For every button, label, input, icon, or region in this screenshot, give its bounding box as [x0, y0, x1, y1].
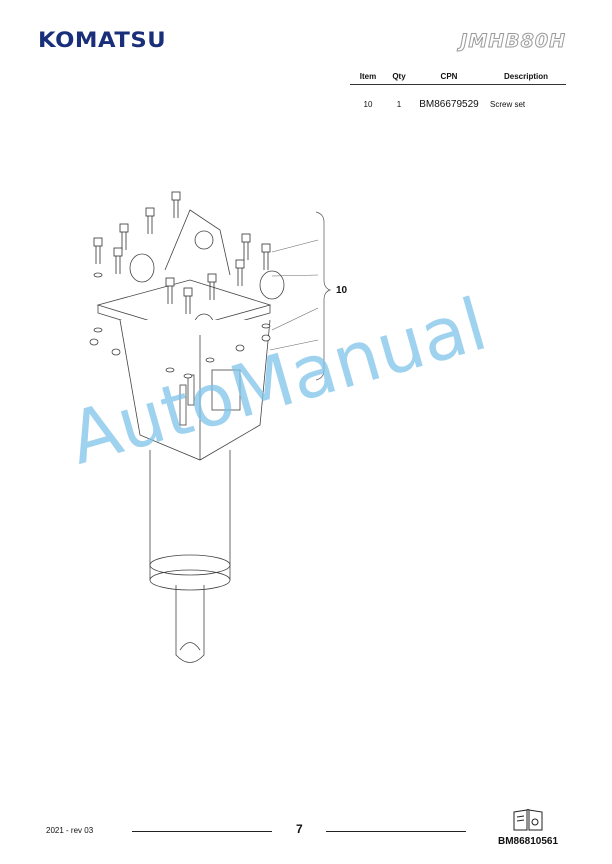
- footer-date: 2021 - rev 03: [46, 826, 94, 835]
- book-icon: [513, 809, 543, 831]
- exploded-drawing: [89, 191, 332, 663]
- header-item: Item: [350, 70, 386, 85]
- table-row: 10 1 BM86679529 Screw set: [350, 85, 566, 110]
- footer-rule-left: [132, 831, 272, 832]
- header-cpn: CPN: [412, 70, 486, 85]
- doc-number: BM86810561: [498, 836, 559, 847]
- cell-qty: 1: [396, 100, 402, 109]
- model-logo: JMHB80H: [460, 30, 566, 53]
- cell-description: Screw set: [490, 100, 526, 109]
- footer-rule-right: [326, 831, 466, 832]
- table-header-row: Item Qty CPN Description: [350, 70, 566, 85]
- callout-label: 10: [336, 285, 348, 296]
- cell-item: 10: [363, 100, 373, 109]
- brand-logo: KOMATSU: [38, 28, 167, 52]
- header-qty: Qty: [386, 70, 412, 85]
- parts-table: Item Qty CPN Description 10 1 BM86679529…: [350, 70, 566, 110]
- page-number: 7: [296, 822, 303, 836]
- header-description: Description: [486, 70, 566, 85]
- cell-cpn: BM86679529: [419, 99, 479, 110]
